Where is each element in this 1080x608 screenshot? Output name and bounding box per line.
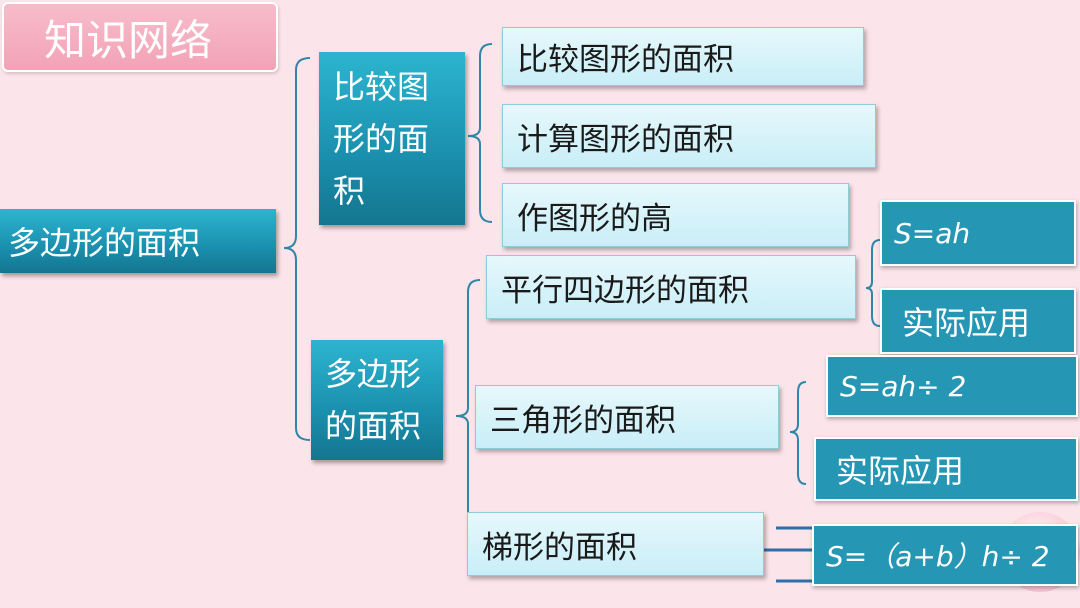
parallelogram-application: 实际应用 xyxy=(880,288,1076,354)
trapezoid-formula: S=（a+b）h÷ 2 xyxy=(812,524,1078,586)
polygon-branch-line-2: 的面积 xyxy=(325,407,422,445)
compare-area-node: 比较图形的面积 xyxy=(502,27,864,86)
polygon-branch-node: 多边形 的面积 xyxy=(311,340,443,460)
trapezoid-area-node: 梯形的面积 xyxy=(467,512,764,576)
draw-height-label: 作图形的高 xyxy=(517,200,672,237)
triangle-bracket xyxy=(789,381,807,485)
parallelogram-formula-text: S=ah xyxy=(894,216,971,250)
draw-height-node: 作图形的高 xyxy=(502,183,849,247)
trapezoid-formula-text: S=（a+b）h÷ 2 xyxy=(826,540,1050,573)
page-title: 知识网络 xyxy=(2,2,278,72)
triangle-application-label: 实际应用 xyxy=(836,452,965,490)
triangle-area-node: 三角形的面积 xyxy=(475,385,779,449)
compare-bracket xyxy=(467,43,493,223)
triangle-application: 实际应用 xyxy=(814,437,1078,501)
compare-branch-line-1: 比较图 xyxy=(333,67,430,106)
compare-branch-node: 比较图 形的面 积 xyxy=(319,52,465,225)
root-bracket xyxy=(283,57,311,441)
compare-branch-line-3: 积 xyxy=(333,171,366,210)
parallelogram-area-node: 平行四边形的面积 xyxy=(486,255,856,319)
polygon-branch-line-1: 多边形 xyxy=(325,355,422,393)
parallelogram-bracket xyxy=(865,239,881,327)
root-node: 多边形的面积 xyxy=(0,209,276,273)
triangle-formula-text: S=ah÷ 2 xyxy=(840,369,967,403)
compare-area-label: 比较图形的面积 xyxy=(517,42,734,78)
triangle-formula: S=ah÷ 2 xyxy=(826,355,1078,417)
calculate-area-node: 计算图形的面积 xyxy=(502,104,876,168)
compare-branch-line-2: 形的面 xyxy=(333,119,430,158)
parallelogram-application-label: 实际应用 xyxy=(902,304,1031,342)
parallelogram-formula: S=ah xyxy=(880,200,1076,266)
triangle-area-label: 三角形的面积 xyxy=(490,402,676,439)
parallelogram-area-label: 平行四边形的面积 xyxy=(501,272,749,309)
trapezoid-area-label: 梯形的面积 xyxy=(482,529,637,566)
calculate-area-label: 计算图形的面积 xyxy=(517,121,734,158)
root-node-label: 多边形的面积 xyxy=(8,224,201,262)
